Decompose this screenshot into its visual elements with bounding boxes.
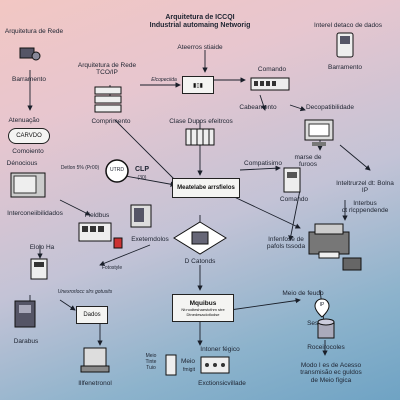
utrd-label: UTRD — [110, 167, 124, 173]
phone-device-icon — [336, 32, 354, 58]
infenfose-line-1: Infenfose de — [268, 236, 304, 243]
comando-mid: Comando — [279, 196, 309, 203]
intelatural-label: Inteltrurzel dt: Bolna IP — [330, 180, 400, 195]
tcp-ip-title: Arquitetura de Rede TCO/IP — [72, 62, 142, 77]
intoner-fisico-label: Intoner fégico — [200, 346, 240, 353]
title-line-1: Arquitetura de ICCQI — [165, 14, 235, 21]
cabinet-icon — [130, 204, 152, 228]
denocious-label: Dénocious — [6, 160, 38, 167]
printer-device-icon — [305, 222, 355, 262]
marse-line-2: furoos — [298, 161, 318, 169]
tcp-ip-title-1: Arquitetura de Rede — [77, 62, 137, 69]
infenfose-line-2: pafols tssoda — [266, 243, 306, 251]
fotostyle-label: Fotostyle — [101, 265, 123, 271]
network-router-icon — [18, 42, 42, 62]
io-module-icon — [78, 222, 112, 242]
decopatibilidade-label: Decopatibilidade — [305, 104, 355, 111]
comprimento-label: Comprimento — [91, 118, 131, 125]
meio-tipo-line-2: Tinte — [145, 358, 157, 365]
meio-tipo-label: Meio Tinte Tuio — [140, 353, 162, 371]
connector-module: ▮▯▮ — [182, 76, 214, 94]
infenfose-label: Infenfose de pafols tssoda — [256, 236, 316, 251]
darabus-label: Darabus — [13, 338, 39, 345]
diagram-title: Arquitetura de ICCQI Industrial automain… — [138, 14, 262, 30]
small-printer-icon — [342, 255, 362, 271]
dados-box: Dados — [76, 306, 108, 324]
cable-label: CARVDO — [8, 128, 50, 144]
interconnectivity-label: Interconeiibilidados — [7, 210, 63, 217]
switch-icon — [250, 76, 290, 94]
hmi-panel-icon — [10, 172, 46, 198]
clp-sub: (30) — [137, 175, 147, 181]
patch-panel-icon — [200, 356, 230, 374]
title-line-2: Industrial automaing Networig — [149, 22, 251, 30]
modbus-line-1: Nt:nodteshaestcthm stre — [181, 306, 225, 312]
comando-top: Comando — [257, 66, 287, 73]
ilfenetronol-label: Illfenetronol — [78, 380, 112, 387]
meio-label: Meio de feudo — [282, 290, 324, 297]
meio-tipo-line-1: Meio — [145, 353, 157, 359]
compatisimo-label: Compatisimo — [244, 160, 282, 167]
edge-label-top: Elcopeciida — [151, 77, 177, 83]
cylinder-icon — [315, 318, 337, 342]
modo-label: Modo I es de Acesso transmisão ec guldos… — [286, 362, 376, 384]
top-left-sub: Barramento — [12, 76, 46, 83]
top-right-sub: Barramento — [328, 64, 362, 71]
center-box: Meatelabe arrsfielos — [172, 178, 240, 198]
terminal-block-icon — [30, 258, 48, 280]
laptop-icon — [80, 346, 110, 376]
top-left-title: Arquitetura de Rede — [4, 28, 64, 35]
modbus-title: Mquibus — [189, 299, 217, 307]
detlon-label: Detlon 5% (Pr00) — [60, 165, 100, 171]
comprimento-under: Comoiento — [12, 148, 44, 155]
unexpected-label: Unexrorlocc slrs gotusits — [57, 289, 113, 295]
tcp-ip-title-2: TCO/IP — [96, 69, 118, 77]
atenuacao-label: Atenuação — [8, 117, 40, 124]
fmgit-label: fmigit — [183, 367, 195, 373]
modbus-line-2: Dtnedesaclotlodse — [186, 311, 220, 317]
location-pin-icon — [314, 298, 330, 318]
center-top-label: Ateerros stiaide — [177, 44, 223, 51]
module-symbol: ▮▯▮ — [193, 82, 203, 89]
field-device-icon — [282, 166, 302, 194]
computer-icon — [302, 118, 338, 150]
hub-shape-icon — [172, 220, 228, 264]
interbus-line-2: ot rlcppendende — [341, 207, 389, 215]
intelatural-line-2: IP — [361, 187, 369, 195]
interbus-label: Interbus ot rlcppendende — [330, 200, 400, 215]
intelatural-line-1: Inteltrurzel dt: Bolna — [336, 180, 394, 187]
modo-line-2: transmisão ec guldos — [300, 369, 362, 377]
modo-line-1: Modo I es de Acesso — [300, 362, 362, 369]
fieldbus-label: Fieldbus — [84, 212, 110, 219]
ip-label: IP — [319, 302, 325, 308]
enclosure-icon — [14, 300, 36, 328]
rocerocoles-label: Roceirocoles — [307, 344, 345, 351]
exetemdolos-label: Exetemdolos — [131, 236, 169, 243]
marse-line-1: marse de — [294, 154, 322, 161]
dispositivos-label: Clase Dupos efeitrcos — [169, 118, 233, 125]
marse-label: marse de furoos — [288, 154, 328, 169]
cabeamento-label: Cabeamento — [239, 104, 277, 111]
server-stack-icon — [92, 84, 126, 114]
utrd-circle-icon — [104, 158, 130, 184]
top-right-title: Interel detaco de dados — [314, 22, 382, 29]
plc-module-icon — [185, 128, 215, 146]
exctions-label: Exctionsicvillade — [198, 380, 246, 387]
modbus-box: Mquibus Nt:nodteshaestcthm stre Dtnedesa… — [172, 294, 234, 322]
connector-red-icon — [112, 236, 124, 250]
interbus-line-1: Interbus — [353, 200, 377, 207]
clp-title: CLP — [135, 166, 149, 173]
d-connects-label: D Catonds — [184, 258, 216, 265]
vertical-device-icon — [165, 354, 177, 376]
elolo-label: Elolo Ha — [29, 244, 55, 251]
meio-left-label: Meio — [180, 358, 196, 365]
modo-line-3: de Meio fígica — [310, 376, 352, 384]
meio-tipo-line-3: Tuio — [146, 364, 156, 371]
